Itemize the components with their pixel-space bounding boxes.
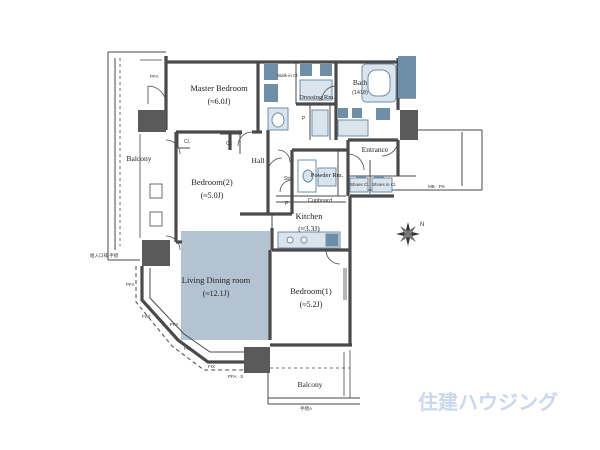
- hall-label: Hall: [252, 156, 265, 165]
- living-dining-label: Living Dining room: [182, 275, 251, 285]
- pfa-label-1: PFA: [150, 74, 159, 79]
- outer-outline: [107, 51, 483, 405]
- sliding-doors: [284, 268, 347, 347]
- bottom-handrail-note: 手摺A: [300, 405, 312, 412]
- bedroom2-label: Bedroom(2): [191, 177, 233, 187]
- bedroom1-size: (≈5.2J): [300, 300, 323, 309]
- pantry-kitchen-label: P: [285, 201, 289, 207]
- living-dining-size: (≈12.1J): [203, 289, 230, 298]
- master-bedroom-size: (≈6.0J): [208, 97, 231, 106]
- shoes-in-closet-label: Shoes in Cl.: [372, 182, 396, 187]
- fiw-label: FIW: [142, 314, 151, 319]
- door-swings: [147, 85, 399, 265]
- fix-label-1: FIX: [184, 346, 191, 351]
- bath-size: (1418): [352, 90, 368, 96]
- meter-box-label: MB · PS: [428, 184, 445, 189]
- bay-wall: [135, 266, 244, 371]
- entrance-label: Entrance: [362, 145, 389, 154]
- pfa-label-2: PFA: [126, 282, 135, 287]
- compass-icon: N: [396, 222, 424, 246]
- kitchen-size: (≈3.3J): [298, 224, 320, 233]
- handrail-note: 給入口排 手摺: [90, 252, 119, 259]
- cupboard-label: Cupboard: [308, 198, 332, 204]
- shoes-closet-label: Shoes Cl.: [350, 182, 370, 187]
- pfa-label-3: PFA: [170, 322, 179, 327]
- bath-label: Bath: [353, 78, 367, 87]
- closet-master-label: Cl.: [184, 139, 190, 145]
- west-balcony: [119, 58, 163, 246]
- powder-room-label: Powder Rm.: [311, 172, 344, 179]
- closet-bed2-label: Cl.: [226, 141, 232, 147]
- dressing-room-label: Dressing Rm.: [299, 94, 335, 101]
- columns: [138, 110, 418, 373]
- pantry-dressing-label: P: [302, 116, 306, 122]
- fix-label-2: FIX: [208, 364, 215, 369]
- bedroom2-size: (≈5.0J): [201, 191, 224, 200]
- living-dining-floor: [181, 231, 270, 340]
- master-bedroom-label: Master Bedroom: [190, 83, 248, 93]
- south-balcony: [270, 350, 351, 398]
- walk-in-closet-label: Walk-in Cl.: [277, 73, 299, 78]
- south-balcony-label: Balcony: [298, 380, 323, 389]
- svg-text:N: N: [420, 222, 424, 228]
- storage-label: Sto.: [284, 176, 293, 182]
- partitions: [177, 62, 416, 230]
- bath-fixtures: [267, 63, 397, 249]
- pfa-label-4: PFA · S: [228, 374, 243, 379]
- bedroom1-label: Bedroom(1): [290, 286, 332, 296]
- kitchen-label: Kitchen: [296, 211, 324, 221]
- watermark-logo: 住建ハウジング: [418, 390, 558, 414]
- west-balcony-label: Balcony: [127, 154, 152, 163]
